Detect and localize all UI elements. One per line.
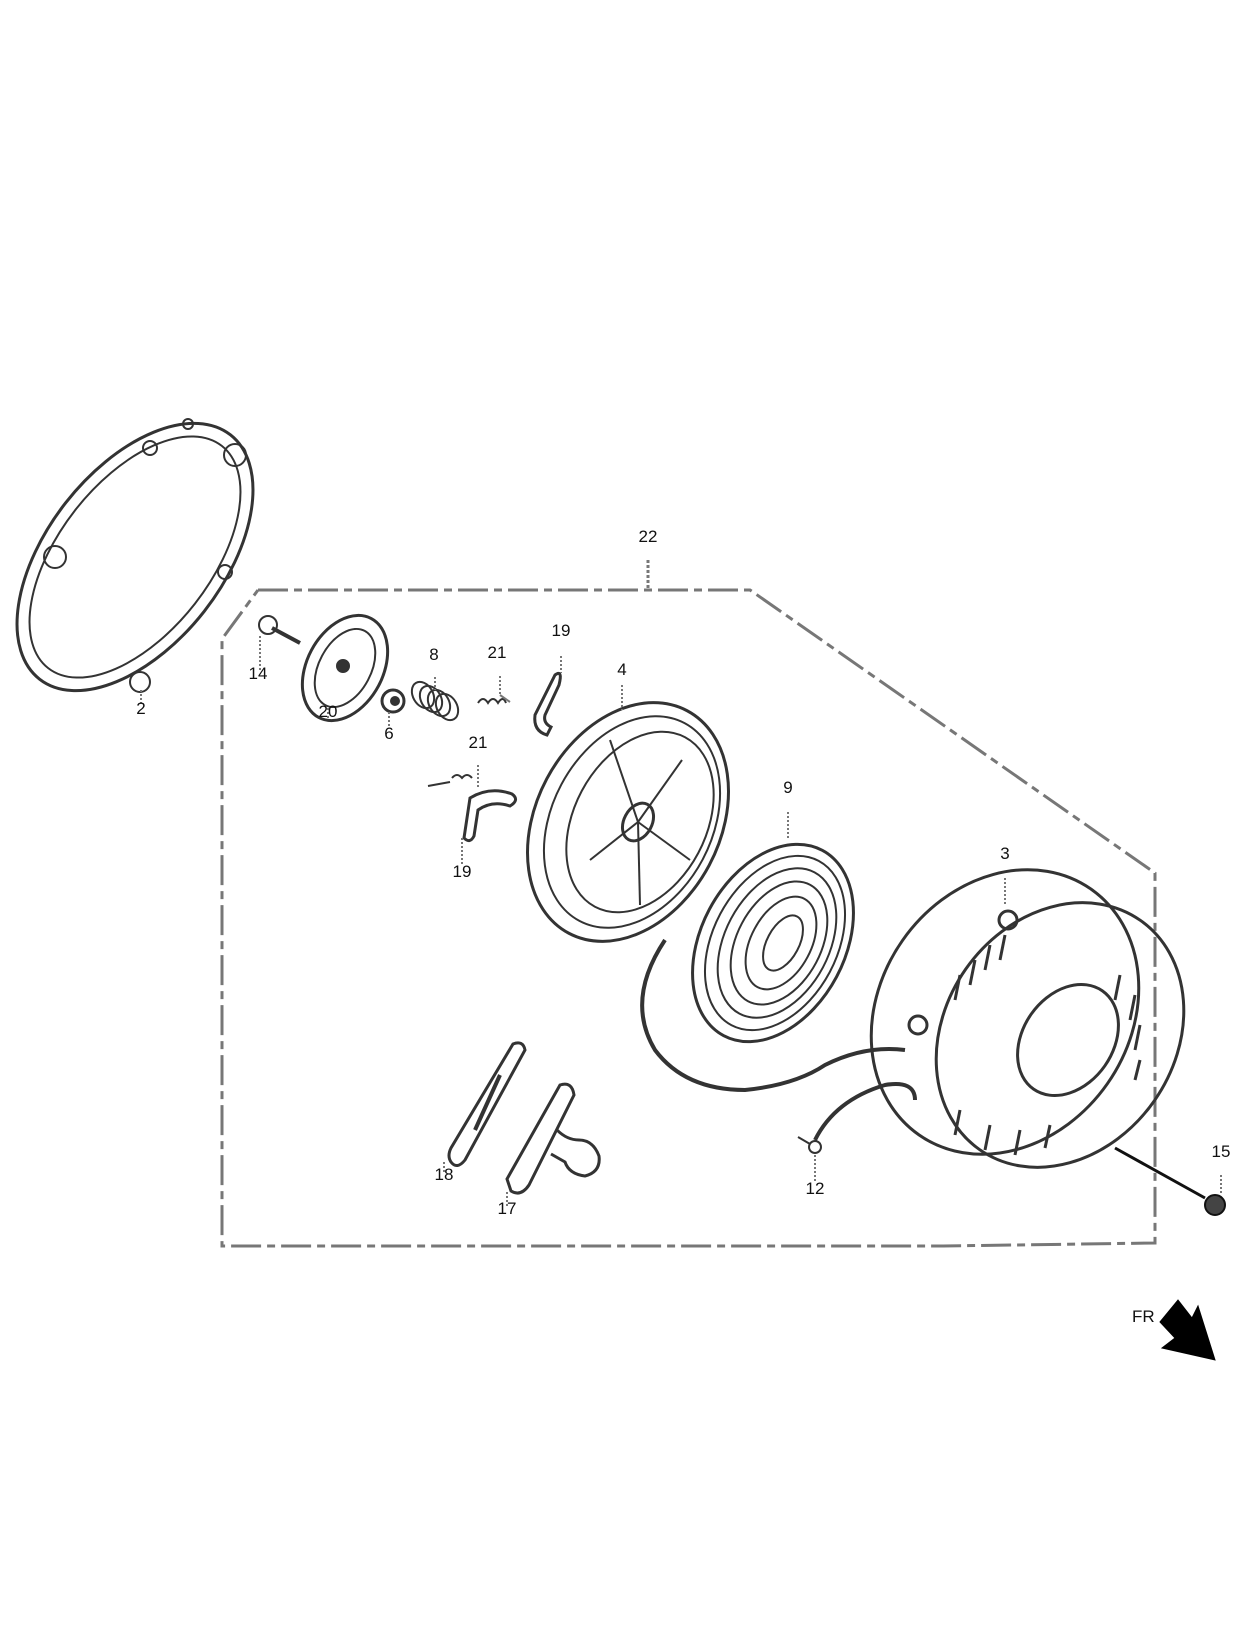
flange-bolt-part[interactable] (1114, 1146, 1226, 1216)
callout-starter-grip[interactable]: 17 (497, 1199, 517, 1218)
starter-case-part[interactable] (817, 817, 1235, 1215)
callout-friction-plate[interactable]: 20 (318, 702, 338, 721)
callout-ratchet-spring-upper[interactable]: 21 (487, 643, 507, 662)
setting-bolt-part[interactable] (258, 615, 301, 670)
callout-grip-cover[interactable]: 18 (434, 1165, 454, 1184)
friction-plate-part[interactable] (285, 601, 405, 736)
grip-cover-part[interactable] (443, 1041, 527, 1173)
front-direction-label: FR (1132, 1307, 1155, 1326)
callout-ratchet-spring-lower[interactable]: 21 (468, 733, 488, 752)
recoil-spring-part[interactable] (660, 812, 886, 1070)
starter-grip-part[interactable] (505, 1082, 601, 1206)
callout-recoil-spring[interactable]: 9 (783, 778, 793, 797)
assembly-boundary (220, 560, 1157, 1248)
ratchet-upper-part[interactable] (533, 656, 562, 737)
callout-ratchet-upper[interactable]: 19 (551, 621, 571, 640)
callout-starter-case[interactable]: 3 (1000, 844, 1010, 863)
callout-spring[interactable]: 8 (429, 645, 439, 664)
callout-setting-bolt[interactable]: 14 (248, 664, 268, 683)
callout-ratchet-lower[interactable]: 19 (452, 862, 472, 881)
spring-part[interactable] (407, 677, 462, 724)
reel-part[interactable] (488, 668, 769, 977)
ratchet-lower-part[interactable] (461, 789, 517, 866)
nut-part[interactable] (380, 688, 406, 728)
callout-nut[interactable]: 6 (384, 724, 394, 743)
callout-gasket-ring[interactable]: 2 (136, 699, 146, 718)
rope-part[interactable] (640, 938, 917, 1183)
gasket-ring-part[interactable] (0, 381, 300, 734)
callout-rope[interactable]: 12 (805, 1179, 825, 1198)
callout-recoil-starter-assembly[interactable]: 22 (638, 527, 658, 546)
callout-flange-bolt[interactable]: 15 (1211, 1142, 1231, 1161)
callout-reel[interactable]: 4 (617, 660, 627, 679)
ratchet-spring-lower-part[interactable] (427, 765, 479, 787)
arrow-down-right-icon (1159, 1299, 1216, 1361)
ratchet-spring-upper-part[interactable] (477, 676, 511, 705)
